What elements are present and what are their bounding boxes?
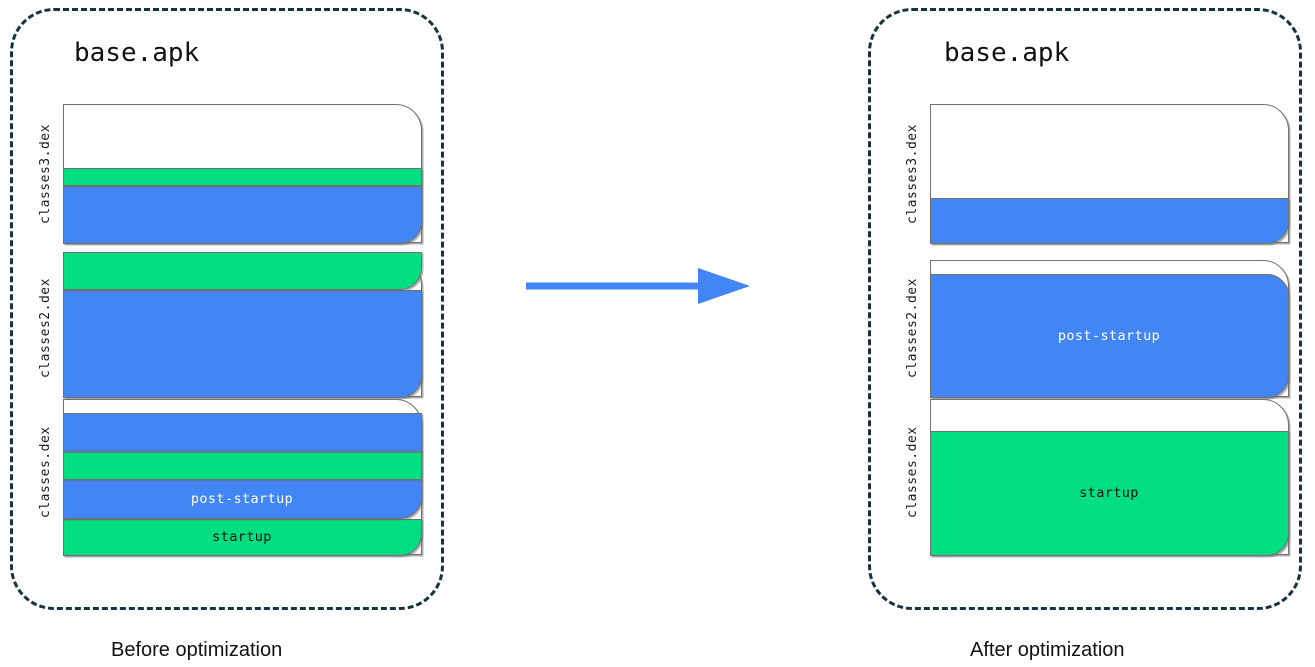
apk-title-after: base.apk [944,38,1070,68]
dex-label-classes2-after: classes2.dex [905,278,920,378]
dex-segment-post-startup [929,197,1289,244]
dex-block-classes2-before [62,251,422,398]
dex-block-classes2-after: post-startup [929,260,1289,398]
dex-segment-startup [62,167,422,186]
dex-segment-startup [62,251,422,290]
dex-label-classes3-after: classes3.dex [905,124,920,224]
arrow-right-icon [526,268,750,304]
dex-segment-post-startup [62,412,422,452]
dex-block-classes3-after [929,104,1289,244]
dex-block-classes-after: startup [929,399,1289,556]
dex-block-classes3-before [62,104,422,244]
dex-segment-startup [62,450,422,480]
dex-label-classes-before: classes.dex [38,426,53,518]
dex-segment-post-startup-labeled: post-startup [62,478,422,519]
dex-segment-post-startup [62,289,422,398]
dex-segment-startup-labeled: startup [62,518,422,556]
dex-block-classes-before: startup post-startup [62,399,422,556]
dex-segment-startup-labeled: startup [929,430,1289,556]
dex-label-classes2-before: classes2.dex [38,278,53,378]
caption-after-optimization: After optimization [970,639,1125,661]
dex-segment-post-startup-labeled: post-startup [929,273,1289,398]
dex-segment-post-startup [62,185,422,244]
caption-before-optimization: Before optimization [111,639,283,661]
transformation-arrow [520,262,760,310]
dex-label-classes-after: classes.dex [905,426,920,518]
apk-title-before: base.apk [74,38,200,68]
dex-label-classes3-before: classes3.dex [38,124,53,224]
